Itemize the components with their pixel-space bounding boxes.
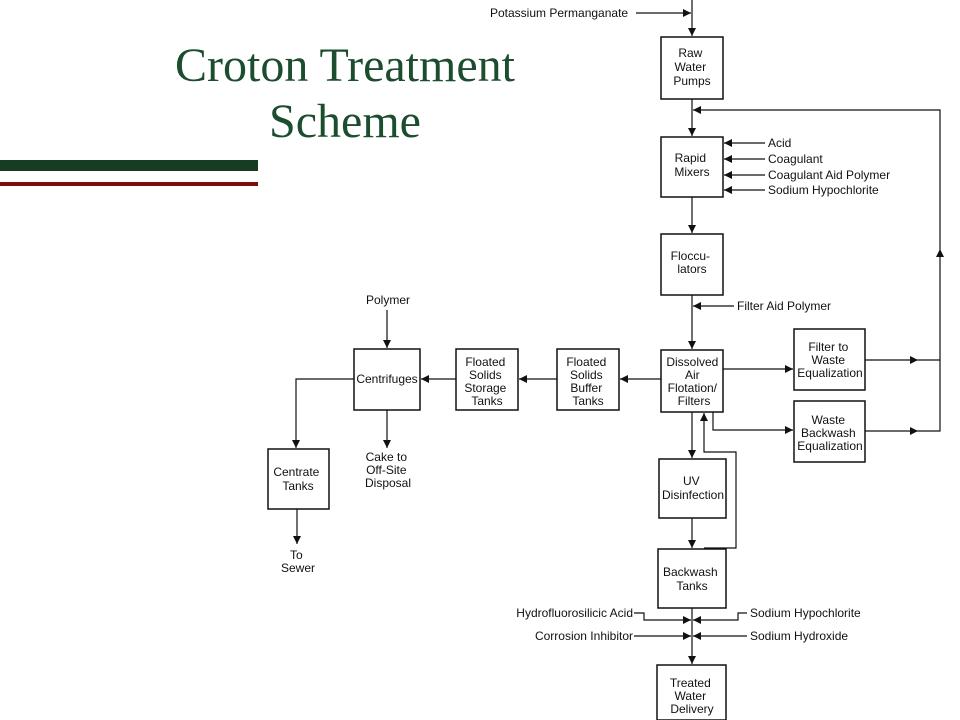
storage-tanks-box <box>455 348 519 411</box>
daf-filters-box <box>660 349 724 413</box>
filter-to-waste-label: Filter to Waste Equalization <box>797 340 862 380</box>
daf-filters-label: Dissolved Air Flotation/ Filters <box>666 355 721 408</box>
filter-to-waste-box <box>793 328 866 391</box>
arrow-to-centrate-tanks <box>292 378 354 448</box>
centrifuges-label: Centrifuges <box>356 372 417 386</box>
sodium-hypochlorite-label-1: Sodium Hypochlorite <box>768 183 879 197</box>
arrow-daf-to-waste-backwash <box>712 412 793 434</box>
rapid-mixers-label: Rapid Mixers <box>674 151 709 179</box>
centrate-tanks-label: Centrate Tanks <box>273 465 322 493</box>
centrifuges-box <box>353 348 421 411</box>
corrosion-inhibitor-label: Corrosion Inhibitor <box>535 629 633 643</box>
arrow-sodium-hypochlorite-2 <box>693 612 747 624</box>
polymer-label: Polymer <box>366 293 410 307</box>
sodium-hydroxide-label: Sodium Hydroxide <box>750 629 848 643</box>
storage-tanks-label: Floated Solids Storage Tanks <box>464 355 509 408</box>
page-title: Croton Treatment Scheme <box>130 38 560 150</box>
backwash-tanks-box <box>657 548 727 609</box>
uv-disinfection-box <box>658 458 727 519</box>
uv-disinfection-label: UV Disinfection <box>662 474 724 502</box>
recycle-line-top <box>693 106 941 249</box>
sodium-hypochlorite-label-2: Sodium Hypochlorite <box>750 606 861 620</box>
recycle-line-lower <box>918 249 944 361</box>
coagulant-aid-polymer-label: Coagulant Aid Polymer <box>768 168 890 182</box>
backwash-return-line <box>700 413 737 549</box>
centrate-tanks-box <box>267 448 330 510</box>
buffer-tanks-box <box>556 348 620 411</box>
treated-water-label: Treated Water Delivery <box>670 676 714 716</box>
arrow-hydrofluorosilicic-acid <box>634 612 691 624</box>
rapid-mixers-box <box>660 136 724 198</box>
to-sewer-label: To Sewer <box>281 548 315 575</box>
raw-water-pumps-box <box>660 36 724 100</box>
raw-water-pumps-label: Raw Water Pumps <box>673 46 710 88</box>
flocculators-box <box>660 233 724 296</box>
hydrofluorosilicic-acid-label: Hydrofluorosilicic Acid <box>516 606 633 620</box>
title-line-2: Scheme <box>269 95 421 148</box>
waste-backwash-box <box>793 400 866 463</box>
potassium-permanganate-label: Potassium Permanganate <box>490 6 628 20</box>
filter-aid-polymer-label: Filter Aid Polymer <box>737 299 831 313</box>
title-line-1: Croton Treatment <box>174 39 515 92</box>
acid-label: Acid <box>768 136 791 150</box>
buffer-tanks-label: Floated Solids Buffer Tanks <box>566 355 609 408</box>
recycle-line-bottom <box>918 360 941 432</box>
backwash-tanks-label: Backwash Tanks <box>663 565 721 593</box>
flocculators-label: Floccu- lators <box>671 249 714 276</box>
title-bar-green <box>0 160 258 171</box>
title-bar-red <box>0 182 258 186</box>
cake-disposal-label: Cake to Off-Site Disposal <box>365 450 411 490</box>
coagulant-label: Coagulant <box>768 152 823 166</box>
treated-water-box <box>656 664 727 720</box>
waste-backwash-label: Waste Backwash Equalization <box>797 413 862 453</box>
